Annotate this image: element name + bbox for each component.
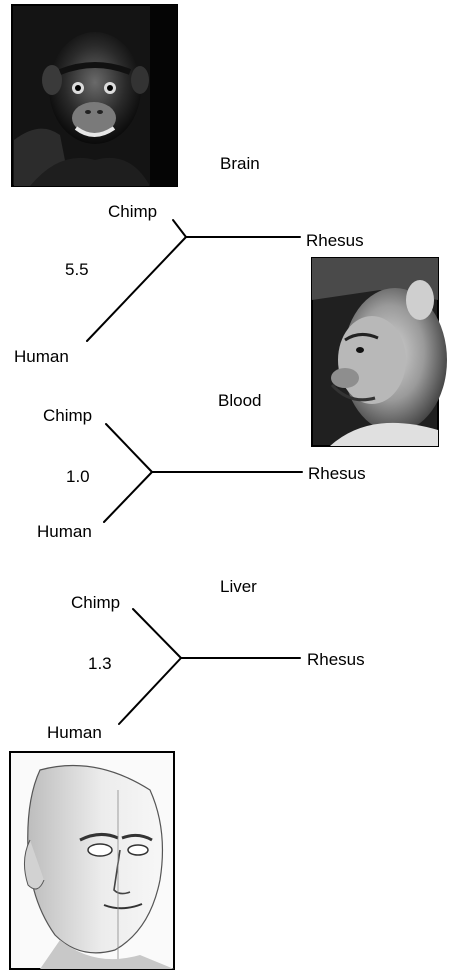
leaf-label-rhesus: Rhesus	[306, 231, 364, 250]
tree-ratio-liver: 1.3	[88, 654, 112, 673]
branch-chimp	[133, 609, 181, 658]
branch-chimp	[173, 220, 186, 237]
tree-title-brain: Brain	[220, 154, 260, 173]
tree-ratio-blood: 1.0	[66, 467, 90, 486]
leaf-label-chimp: Chimp	[108, 202, 157, 221]
leaf-label-rhesus: Rhesus	[308, 464, 366, 483]
rhesus-photo	[312, 258, 447, 446]
leaf-label-human: Human	[14, 347, 69, 366]
branch-chimp	[106, 424, 152, 472]
chimp-photo	[12, 5, 177, 186]
tree-title-blood: Blood	[218, 391, 261, 410]
branch-human	[119, 658, 181, 724]
tree-ratio-brain: 5.5	[65, 260, 89, 279]
leaf-label-chimp: Chimp	[71, 593, 120, 612]
leaf-label-rhesus: Rhesus	[307, 650, 365, 669]
leaf-label-human: Human	[47, 723, 102, 742]
tree-liver: Liver Chimp Rhesus Human 1.3	[47, 577, 365, 742]
leaf-label-human: Human	[37, 522, 92, 541]
leaf-label-chimp: Chimp	[43, 406, 92, 425]
branch-human	[87, 237, 186, 341]
human-drawing	[10, 752, 174, 969]
tree-title-liver: Liver	[220, 577, 257, 596]
branch-human	[104, 472, 152, 522]
